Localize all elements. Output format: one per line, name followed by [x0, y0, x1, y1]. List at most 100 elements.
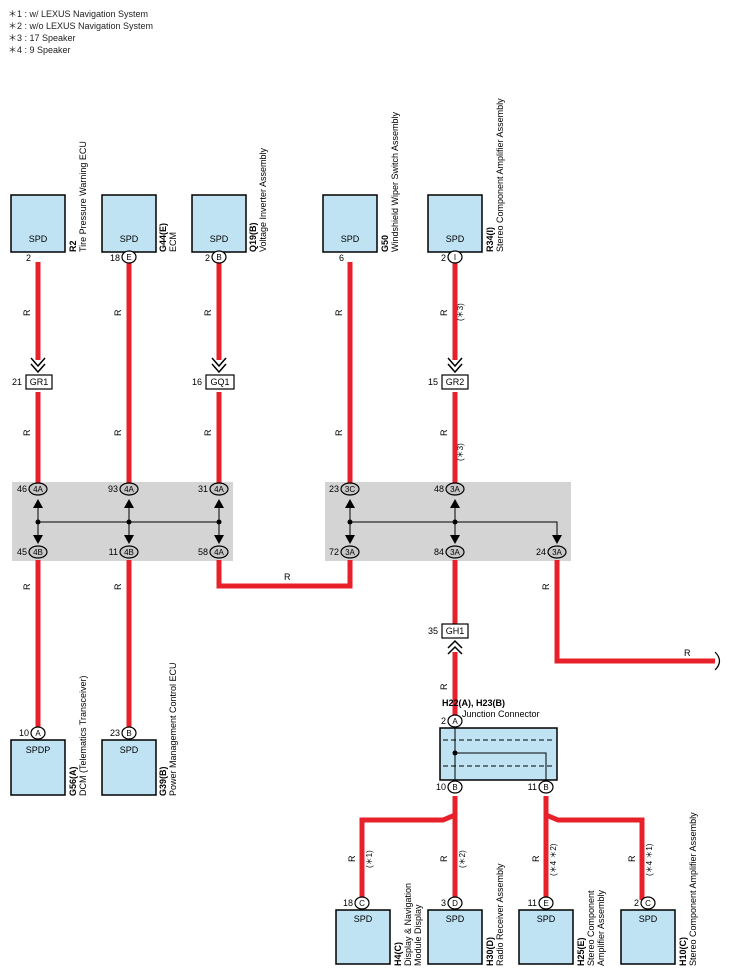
- component-box-r34: SPD 2 I R34(I) Stereo Component Amplifie…: [427, 98, 505, 264]
- terminal-label: SPD: [120, 234, 139, 244]
- component-code: G50: [380, 235, 390, 252]
- wire-11-to-h10: [543, 796, 645, 900]
- svg-text:18: 18: [343, 898, 353, 908]
- svg-text:4B: 4B: [124, 548, 134, 557]
- wire-label: R: [113, 429, 123, 436]
- connector-letter: E: [126, 253, 131, 262]
- jb-pin-numbers: 46 93 31 23 48 45 11 58 72 84 24: [17, 484, 546, 557]
- component-box-h30: D 3 SPD H30(D) Radio Receiver Assembly: [427, 863, 505, 966]
- jb-pin-labels: 4A 4A 4A 3C 3A 4B 4B 4A 3A 3A 3A: [33, 485, 562, 557]
- wire-label: R: [113, 583, 123, 590]
- wire-label: R: [113, 309, 123, 316]
- component-box-g44: SPD 18 E G44(E) ECM: [101, 194, 178, 264]
- svg-text:3A: 3A: [345, 548, 355, 557]
- component-box-q19: SPD 2 B Q19(B) Voltage Inverter Assembly: [191, 147, 268, 264]
- svg-text:2: 2: [634, 898, 639, 908]
- component-box-g50: SPD 6 G50 Windshield Wiper Switch Assemb…: [322, 111, 400, 263]
- component-name-line2: Amplifier Assembly: [596, 889, 606, 966]
- wire-label: R: [22, 309, 32, 316]
- svg-text:21: 21: [12, 377, 22, 387]
- svg-text:B: B: [126, 729, 131, 738]
- component-name: Stereo Component: [586, 890, 596, 966]
- svg-text:35: 35: [428, 626, 438, 636]
- svg-text:C: C: [645, 899, 651, 908]
- wire-break-icon: [714, 651, 721, 671]
- component-code: R2: [68, 240, 78, 252]
- wire-label: R: [439, 429, 449, 436]
- svg-text:C: C: [359, 899, 365, 908]
- component-box-g39: B 23 SPD G39(B) Power Management Control…: [101, 662, 178, 796]
- wire-label: R: [203, 309, 213, 316]
- svg-text:93: 93: [108, 484, 118, 494]
- svg-text:3A: 3A: [552, 548, 562, 557]
- wire-58-to-72: [216, 560, 353, 589]
- wire-label: R: [439, 855, 449, 862]
- wire-24-out: [554, 560, 715, 664]
- connector-letter: B: [216, 253, 221, 262]
- component-code: G56(A): [68, 766, 78, 796]
- junction-connector: H22(A), H23(B) Junction Connector A 2 B …: [436, 698, 558, 794]
- terminal-label: SPD: [341, 234, 360, 244]
- wire-label: R: [22, 429, 32, 436]
- component-name: Stereo Component Amplifier Assembly: [495, 98, 505, 252]
- terminal-label: SPD: [29, 234, 48, 244]
- component-code: H30(D): [485, 937, 495, 966]
- svg-text:23: 23: [329, 484, 339, 494]
- condition-mark: (＊4 ＊2): [549, 843, 558, 876]
- condition-mark: (＊3): [456, 303, 465, 321]
- svg-text:46: 46: [17, 484, 27, 494]
- wire-label: R: [334, 309, 344, 316]
- svg-text:4A: 4A: [214, 485, 224, 494]
- component-name: Voltage Inverter Assembly: [258, 147, 268, 252]
- wire-label: R: [22, 583, 32, 590]
- note-line: ＊4 : 9 Speaker: [8, 45, 71, 55]
- svg-text:2: 2: [441, 716, 446, 726]
- wire-label: R: [439, 309, 449, 316]
- pin-number: 2: [205, 253, 210, 263]
- component-code: G44(E): [158, 223, 168, 252]
- component-name-line2: Module Display: [413, 904, 423, 966]
- component-code: R34(I): [485, 227, 495, 252]
- svg-text:31: 31: [198, 484, 208, 494]
- component-box-h25: E 11 SPD H25(E) Stereo Component Amplifi…: [518, 889, 606, 966]
- component-code: G39(B): [158, 766, 168, 796]
- component-box-h10: C 2 SPD H10(C) Stereo Component Amplifie…: [620, 812, 698, 966]
- wire-label: R: [541, 583, 551, 590]
- terminal-label: SPD: [446, 914, 465, 924]
- svg-text:D: D: [452, 899, 458, 908]
- pin-number: 6: [339, 253, 344, 263]
- svg-text:GR1: GR1: [30, 377, 49, 387]
- svg-text:23: 23: [110, 728, 120, 738]
- junction-connector-name: Junction Connector: [462, 709, 540, 719]
- svg-text:A: A: [452, 717, 458, 726]
- wire-label: R: [203, 429, 213, 436]
- junction-connector-code: H22(A), H23(B): [442, 698, 505, 708]
- component-name: Tire Pressure Warning ECU: [78, 141, 88, 252]
- svg-text:3C: 3C: [345, 485, 355, 494]
- component-code: H10(C): [678, 937, 688, 966]
- svg-text:GH1: GH1: [446, 626, 465, 636]
- note-line: ＊3 : 17 Speaker: [8, 33, 76, 43]
- svg-text:3A: 3A: [450, 548, 460, 557]
- svg-text:3: 3: [441, 898, 446, 908]
- condition-mark: (＊2): [458, 850, 467, 868]
- junction-bus-dots: [35, 519, 458, 525]
- red-wires: [35, 262, 715, 900]
- svg-text:45: 45: [17, 547, 27, 557]
- terminal-label: SPD: [354, 914, 373, 924]
- connector-letter: I: [454, 253, 456, 262]
- terminal-label: SPDP: [26, 745, 51, 755]
- svg-text:24: 24: [536, 547, 546, 557]
- component-name: Stereo Component Amplifier Assembly: [688, 812, 698, 966]
- pin-number: 18: [110, 253, 120, 263]
- svg-text:72: 72: [329, 547, 339, 557]
- svg-text:E: E: [543, 899, 548, 908]
- note-line: ＊2 : w/o LEXUS Navigation System: [8, 21, 154, 31]
- svg-text:11: 11: [109, 547, 118, 557]
- svg-text:48: 48: [434, 484, 444, 494]
- svg-text:4A: 4A: [124, 485, 134, 494]
- svg-text:16: 16: [192, 377, 202, 387]
- wire-label: R: [439, 683, 449, 690]
- inline-connector-gr2: GR2 15: [428, 357, 469, 390]
